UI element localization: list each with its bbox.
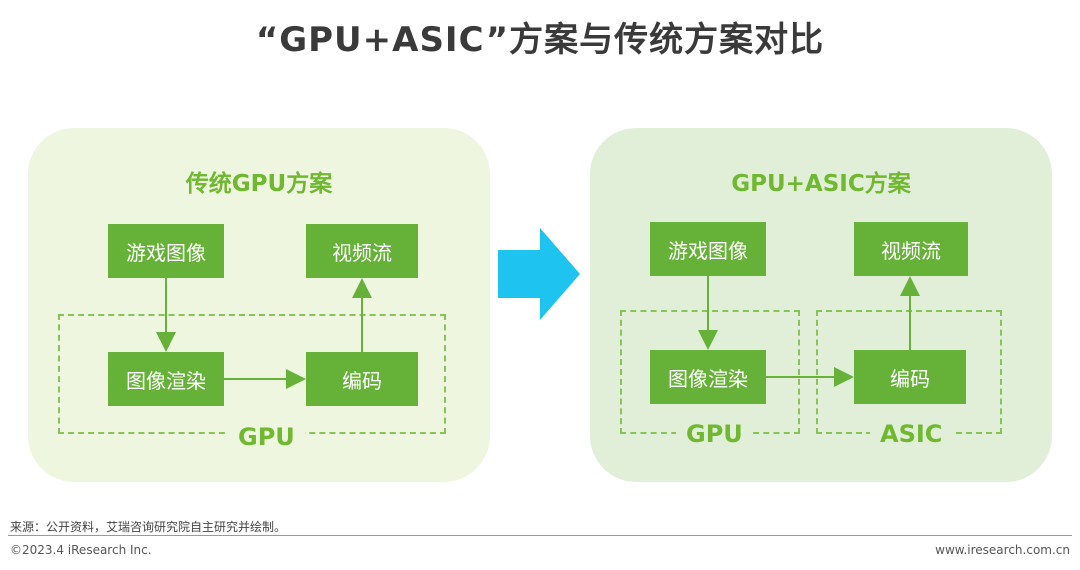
flow-arrows: [156, 278, 372, 389]
video-stream-box: 视频流: [306, 224, 418, 278]
flow-arrows: [698, 276, 920, 387]
image-render-box: 图像渲染: [650, 350, 766, 404]
gpu-asic-panel: GPU+ASIC方案 GPU ASIC 游戏图像 视频流 图像渲染 编码: [590, 128, 1052, 482]
game-image-box: 游戏图像: [650, 222, 766, 276]
encode-box: 编码: [306, 352, 418, 406]
page-title: “GPU+ASIC”方案与传统方案对比: [255, 20, 825, 60]
game-image-box: 游戏图像: [108, 224, 224, 278]
big-right-arrow-icon: [498, 228, 580, 320]
traditional-gpu-panel: 传统GPU方案 GPU 游戏图像 视频流 图像渲染 编码: [28, 128, 490, 482]
encode-box: 编码: [854, 350, 966, 404]
video-stream-box: 视频流: [854, 222, 968, 276]
source-note: 来源：公开资料，艾瑞咨询研究院自主研究并绘制。: [10, 520, 287, 534]
panel-title-gpu-asic: GPU+ASIC方案: [731, 171, 911, 197]
gpu-group-label: GPU: [228, 422, 305, 452]
panel-title-traditional: 传统GPU方案: [185, 171, 333, 197]
asic-group-label: ASIC: [870, 419, 953, 449]
website-link[interactable]: www.iresearch.com.cn: [935, 543, 1070, 557]
copyright-text: ©2023.4 iResearch Inc.: [10, 543, 152, 557]
image-render-box: 图像渲染: [108, 352, 224, 406]
footer-divider: [8, 535, 1072, 536]
gpu-group-label: GPU: [676, 419, 753, 449]
